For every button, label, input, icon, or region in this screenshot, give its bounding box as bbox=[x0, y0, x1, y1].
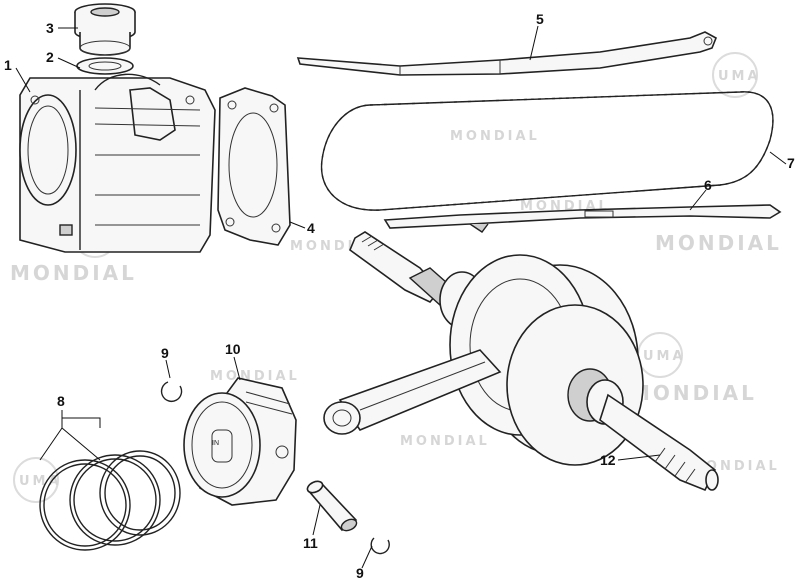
logo-text: UMA bbox=[718, 69, 761, 84]
leader-10 bbox=[233, 356, 241, 381]
part-3-cam-sprocket bbox=[74, 3, 136, 56]
callout-1: 1 bbox=[4, 57, 12, 73]
watermark-text: MONDIAL bbox=[210, 369, 300, 384]
leader-8b bbox=[62, 417, 101, 428]
part-2-gasket bbox=[76, 57, 134, 75]
uma-logo-watermark: UMA bbox=[637, 332, 686, 378]
part-7-timing-chain bbox=[320, 91, 774, 211]
callout-5: 5 bbox=[536, 11, 544, 27]
leader-7 bbox=[769, 151, 787, 165]
callout-12: 12 bbox=[600, 452, 616, 468]
part-4-base-gasket bbox=[217, 87, 291, 246]
part-1-cylinder bbox=[19, 73, 216, 253]
leader-12 bbox=[617, 454, 661, 461]
leader-4 bbox=[289, 221, 306, 229]
part-9-circlip-top bbox=[160, 381, 183, 403]
uma-logo-watermark: UMA bbox=[712, 52, 761, 98]
leader-8 bbox=[39, 410, 101, 461]
logo-text: UMA bbox=[643, 349, 686, 364]
leader-9-bottom bbox=[361, 545, 373, 569]
callout-10: 10 bbox=[225, 341, 241, 357]
watermark-text: MONDIAL bbox=[450, 129, 540, 144]
leader-5 bbox=[529, 25, 539, 61]
part-10-piston: IN bbox=[183, 377, 297, 506]
callout-9-top: 9 bbox=[161, 345, 169, 361]
part-5-chain-guide bbox=[296, 31, 718, 76]
callout-3: 3 bbox=[46, 20, 54, 36]
leader-lines bbox=[15, 25, 787, 569]
watermark-text: MONDIAL bbox=[630, 381, 757, 405]
callout-2: 2 bbox=[46, 49, 54, 65]
callout-8: 8 bbox=[57, 393, 65, 409]
part-6-chain-tensioner-guide bbox=[383, 204, 782, 233]
callout-labels: 1 2 3 4 5 6 7 8 9 10 11 9 12 bbox=[4, 11, 795, 581]
connecting-rod bbox=[323, 349, 502, 435]
leader-6 bbox=[689, 189, 707, 211]
leader-1 bbox=[15, 67, 31, 93]
callout-9-bottom: 9 bbox=[356, 565, 364, 581]
piston-marking: IN bbox=[212, 440, 219, 447]
watermark-text: MONDIAL bbox=[10, 261, 137, 285]
part-11-piston-pin bbox=[306, 480, 358, 532]
callout-4: 4 bbox=[307, 220, 315, 236]
watermark-text: MONDIAL bbox=[400, 434, 490, 449]
uma-logo-watermark: UMA bbox=[13, 457, 59, 503]
leader-2 bbox=[57, 57, 81, 69]
callout-6: 6 bbox=[704, 177, 712, 193]
part-8-piston-rings bbox=[39, 450, 181, 551]
callout-7: 7 bbox=[787, 155, 795, 171]
watermark-text: MONDIAL bbox=[655, 231, 782, 255]
part-9-circlip-bottom bbox=[370, 537, 390, 555]
leader-9-top bbox=[165, 359, 171, 379]
callout-11: 11 bbox=[303, 535, 318, 551]
part-12-crankshaft bbox=[349, 231, 719, 492]
leader-11 bbox=[312, 504, 321, 536]
